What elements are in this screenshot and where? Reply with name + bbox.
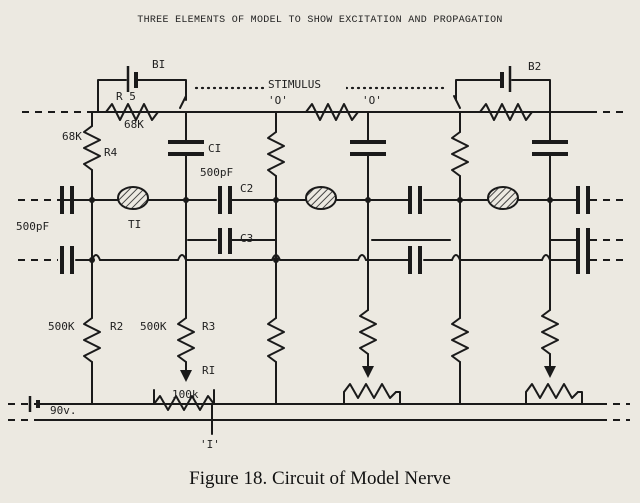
r1-value: 100k — [172, 388, 199, 401]
left-cap-value: 500pF — [16, 220, 49, 233]
capacitor-c3 — [218, 228, 232, 254]
c2-label: C2 — [240, 182, 253, 195]
r3-value: 500K — [140, 320, 167, 333]
capacitor-right-lower — [576, 246, 590, 274]
battery-b1 — [97, 66, 187, 113]
capacitor-middle-lower — [408, 246, 422, 274]
r2-label: R2 — [110, 320, 123, 333]
capacitor-right-signal — [576, 186, 590, 214]
output-label: 'I' — [200, 438, 220, 451]
stimulus-label: STIMULUS — [268, 78, 321, 91]
r3-label: R3 — [202, 320, 215, 333]
element-3 — [451, 111, 583, 405]
resistor-r5 — [105, 103, 159, 121]
lower-rail — [18, 254, 625, 261]
r2-value: 500K — [48, 320, 75, 333]
c3-label: C3 — [240, 232, 253, 245]
figure-title: THREE ELEMENTS OF MODEL TO SHOW EXCITATI… — [137, 15, 502, 26]
transistor-right — [487, 186, 519, 210]
supply-label: 90v. — [50, 404, 77, 417]
element-2 — [267, 111, 401, 405]
capacitor-left-signal — [60, 186, 74, 214]
element-1 — [83, 111, 215, 411]
r4-label: R4 — [104, 146, 118, 159]
figure-caption: Figure 18. Circuit of Model Nerve — [189, 468, 451, 489]
o-left-label: 'O' — [268, 94, 288, 107]
capacitor-middle-signal — [408, 186, 422, 214]
capacitor-c2 — [218, 186, 232, 214]
r4-value: 68K — [62, 130, 82, 143]
c1-value: 500pF — [200, 166, 233, 179]
resistor-middle-top — [305, 103, 359, 121]
r5-value: 68K — [124, 118, 144, 131]
resistor-right-top — [479, 103, 533, 121]
r1-label: RI — [202, 364, 215, 377]
b1-label: BI — [152, 58, 165, 71]
capacitor-left-lower — [60, 246, 74, 274]
t1-label: TI — [128, 218, 141, 231]
b2-label: B2 — [528, 60, 541, 73]
battery-b2 — [453, 66, 551, 113]
transistor-middle — [305, 186, 337, 210]
transistor-t1 — [117, 186, 149, 210]
r5-label: R 5 — [116, 90, 136, 103]
c1-label: CI — [208, 142, 221, 155]
bottom-rails — [8, 396, 630, 435]
o-right-label: 'O' — [362, 94, 382, 107]
